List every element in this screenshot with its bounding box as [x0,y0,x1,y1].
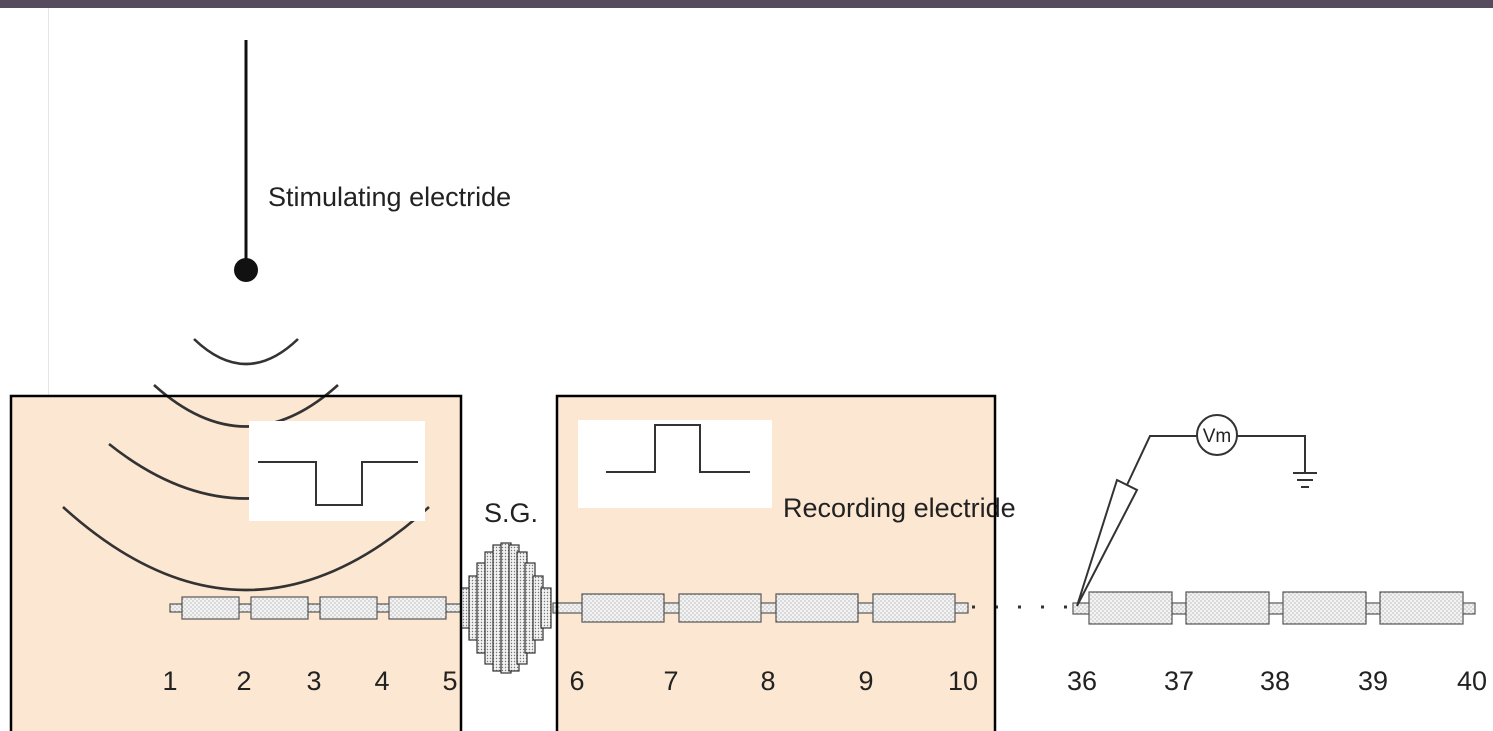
node-number: 37 [1164,666,1194,696]
node-number: 2 [236,666,251,696]
recording-electrode-label: Recording electride [783,493,1016,523]
node-number: 39 [1358,666,1388,696]
axon-segment-right [1072,591,1476,625]
node-number: 1 [162,666,177,696]
axon-segment-middle [552,593,969,623]
stimulating-electrode-label: Stimulating electride [268,182,511,212]
node-number: 6 [569,666,584,696]
stimulation-region-border [9,394,463,731]
node-number: 3 [306,666,321,696]
node-number: 7 [663,666,678,696]
ganglion-label: S.G. [484,498,538,528]
recording-electrode [1076,435,1317,607]
node-number: 38 [1260,666,1290,696]
recording-region-border [555,394,997,731]
sympathetic-ganglion [460,542,552,674]
node-numbers-right: 36 37 38 39 40 [1067,666,1487,696]
node-number: 9 [858,666,873,696]
node-number: 40 [1457,666,1487,696]
axon-segment-left [169,596,463,620]
node-number: 5 [442,666,457,696]
recorded-waveform-inset [578,420,772,508]
node-number: 36 [1067,666,1097,696]
stimulating-electrode [234,40,258,282]
voltmeter-symbol: Vm [1196,414,1238,456]
node-number: 8 [760,666,775,696]
voltmeter-label: Vm [1203,426,1232,447]
node-number: 10 [948,666,978,696]
node-numbers-left: 1 2 3 4 5 [162,666,457,696]
stimulus-waveform-inset [249,421,425,521]
node-number: 4 [374,666,389,696]
left-margin-rule [48,8,49,731]
node-numbers-middle: 6 7 8 9 10 [569,666,978,696]
top-bar [0,0,1493,8]
